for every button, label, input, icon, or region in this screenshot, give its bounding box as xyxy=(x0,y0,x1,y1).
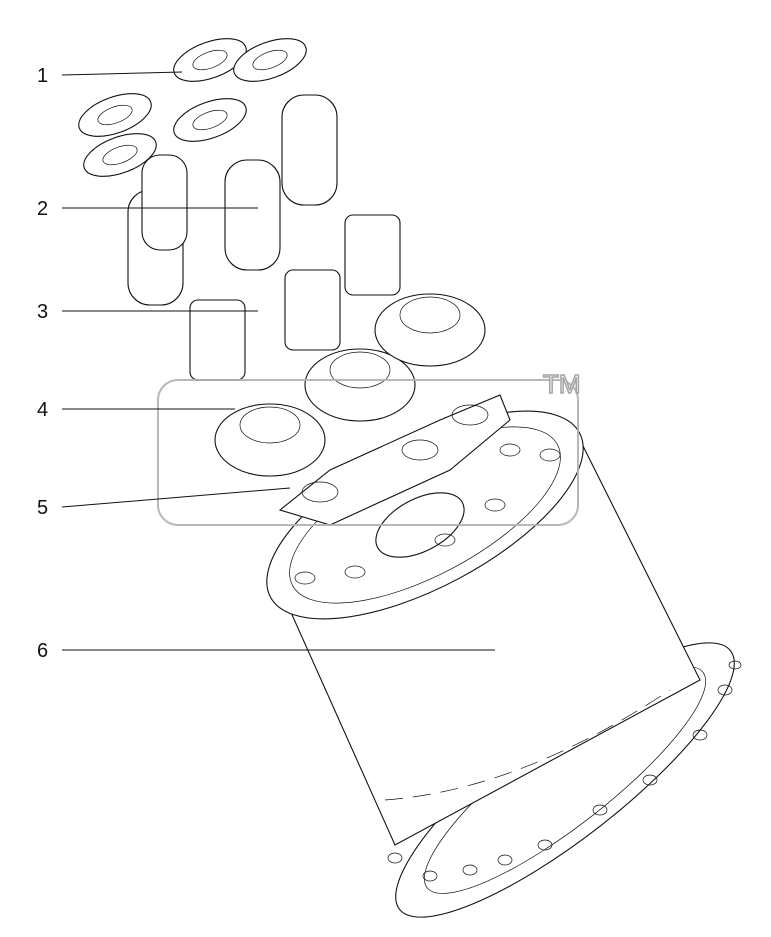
callout-1: 1 xyxy=(37,65,48,87)
planet-gears xyxy=(214,293,486,477)
callout-5: 5 xyxy=(37,497,48,519)
watermark-tm: TM xyxy=(543,369,581,399)
callout-2: 2 xyxy=(37,198,48,220)
planet-pins xyxy=(127,94,338,306)
housing xyxy=(266,410,742,918)
callout-3: 3 xyxy=(37,301,48,323)
callout-4: 4 xyxy=(37,399,48,421)
thrust-washers xyxy=(78,38,307,177)
watermark: TM xyxy=(157,368,581,526)
carrier-plate xyxy=(278,394,511,526)
leader-lines xyxy=(61,71,495,651)
splined-sleeves xyxy=(189,214,401,381)
callout-labels: 1 2 3 4 5 6 xyxy=(37,65,48,662)
callout-6: 6 xyxy=(37,640,48,662)
